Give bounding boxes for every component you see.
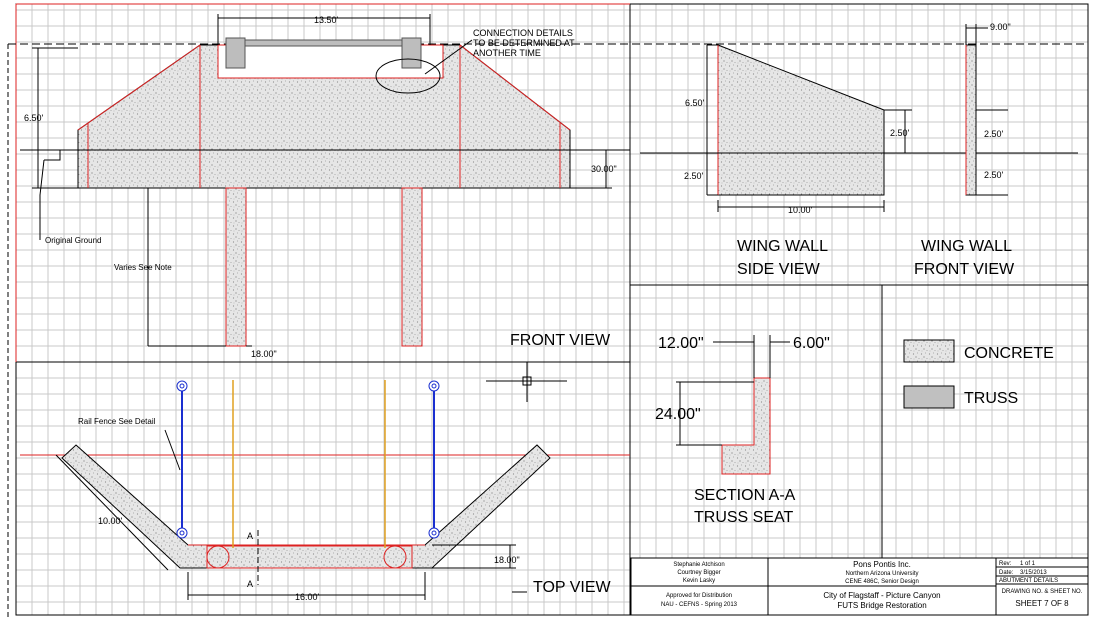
wing-front-dim-lower: 2.50': [984, 170, 1004, 180]
front-dim-height: 6.50': [24, 113, 44, 123]
program: NAU - CEFNS - Spring 2013: [661, 602, 738, 608]
sheet-frame: [7, 3, 1089, 620]
university: Northern Arizona University: [845, 571, 918, 577]
drawing-no-label: DRAWING NO. & SHEET NO.: [1002, 589, 1083, 595]
wing-front-dim-thickness: 9.00": [990, 22, 1011, 32]
sheet-title: ABUTMENT DETAILS: [999, 578, 1058, 584]
author-3: Kevin Lasky: [683, 578, 715, 584]
top-dim-wing: 10.00': [98, 516, 123, 526]
varies-note: Varies See Note: [114, 263, 172, 272]
legend-concrete-swatch: [903, 339, 955, 363]
top-view-title: TOP VIEW: [533, 579, 612, 596]
client: City of Flagstaff - Picture Canyon: [823, 591, 940, 600]
rev-value: 1 of 1: [1020, 561, 1036, 567]
section-dim-c: 24.00": [655, 406, 701, 423]
wing-side-dim-height: 6.50': [685, 98, 705, 108]
project: FUTS Bridge Restoration: [837, 601, 926, 610]
connection-note-2: TO BE DETERMINED AT: [473, 38, 575, 48]
date-label: Date:: [999, 570, 1014, 576]
wing-front-dim-upper: 2.50': [984, 129, 1004, 139]
author-2: Courtney Bigger: [677, 570, 720, 576]
title-block: Stephanie Atchison Courtney Bigger Kevin…: [630, 557, 1089, 616]
legend-truss-swatch: [903, 385, 955, 409]
front-view-title: FRONT VIEW: [510, 332, 611, 349]
section-marker-top: A: [247, 531, 253, 541]
section-title-2: TRUSS SEAT: [694, 509, 794, 526]
connection-note-1: CONNECTION DETAILS: [473, 28, 573, 38]
wing-front-view: 9.00" 2.50' 2.50' WING WALL FRONT VIEW: [914, 22, 1015, 278]
firm-name: Pons Pontis Inc.: [853, 560, 911, 569]
wing-side-title-1: WING WALL: [737, 238, 828, 255]
wing-side-title-2: SIDE VIEW: [737, 261, 821, 278]
section-title-1: SECTION A-A: [694, 487, 796, 504]
front-dim-right: 30.00": [591, 164, 617, 174]
course: CENE 486C, Senior Design: [845, 579, 919, 585]
top-dim-width: 16.00': [295, 592, 320, 602]
connection-note-3: ANOTHER TIME: [473, 48, 541, 58]
front-view: 13.50' 6.50' 30.00" 18.00" CONNECTION DE…: [20, 14, 630, 359]
legend-concrete-label: CONCRETE: [964, 345, 1054, 362]
original-ground-label: Original Ground: [45, 236, 101, 245]
wing-side-view: 6.50' 2.50' 2.50' 10.00' WING WALL SIDE …: [640, 44, 1078, 278]
top-view: Rail Fence See Detail 10.00' 16.00' 18.0…: [20, 362, 630, 602]
front-dim-pile: 18.00": [251, 349, 277, 359]
section-dim-b: 6.00": [793, 335, 830, 352]
author-1: Stephanie Atchison: [673, 562, 724, 568]
date-value: 3/15/2013: [1020, 570, 1047, 576]
approved-note: Approved for Distribution: [666, 593, 732, 599]
top-dim-depth: 18.00": [494, 555, 520, 565]
legend: CONCRETE TRUSS: [903, 339, 1054, 409]
wing-front-title-2: FRONT VIEW: [914, 261, 1015, 278]
wing-side-dim-length: 10.00': [788, 205, 813, 215]
sheet-number: SHEET 7 OF 8: [1015, 599, 1069, 608]
rail-fence-note: Rail Fence See Detail: [78, 417, 156, 426]
legend-truss-label: TRUSS: [964, 390, 1018, 407]
wing-front-title-1: WING WALL: [921, 238, 1012, 255]
rev-label: Rev:: [999, 561, 1012, 567]
wing-side-dim-right: 2.50': [890, 128, 910, 138]
section-dim-a: 12.00": [658, 335, 704, 352]
section-a-a: 12.00" 6.00" 24.00" SECTION A-A TRUSS SE…: [655, 335, 830, 526]
section-marker-bottom: A: [247, 579, 253, 589]
wing-side-dim-lower: 2.50': [684, 171, 704, 181]
front-dim-top: 13.50': [314, 15, 339, 25]
